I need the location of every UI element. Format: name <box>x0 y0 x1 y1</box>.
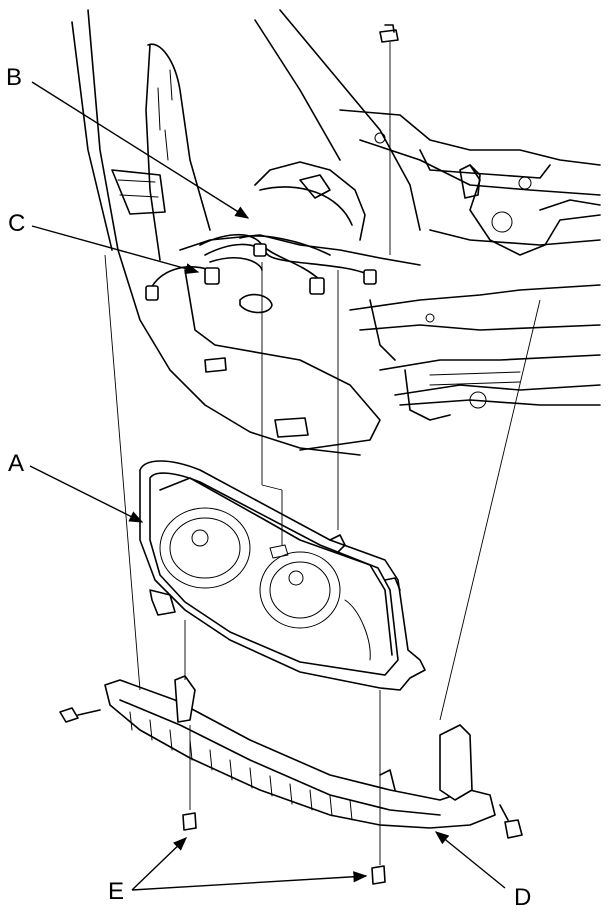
callout-b-label: B <box>6 64 23 91</box>
fender-panel <box>71 9 361 456</box>
mounting-bolts <box>59 707 523 885</box>
wiring-harness <box>145 233 377 301</box>
bumper-beam <box>349 284 601 421</box>
top-bolt-icon <box>379 24 399 255</box>
callout-d-label: D <box>514 884 532 911</box>
headlight-assembly <box>139 460 426 691</box>
guide-lines <box>104 254 541 865</box>
radiator-support <box>339 109 601 256</box>
callout-a-label: A <box>8 450 25 477</box>
callout-leaders <box>29 81 506 891</box>
lower-mounting-bracket <box>104 675 496 829</box>
inner-structure <box>179 161 421 451</box>
callout-c-label: C <box>8 210 26 237</box>
hood-edge <box>254 9 421 231</box>
callout-e-label: E <box>108 878 125 905</box>
